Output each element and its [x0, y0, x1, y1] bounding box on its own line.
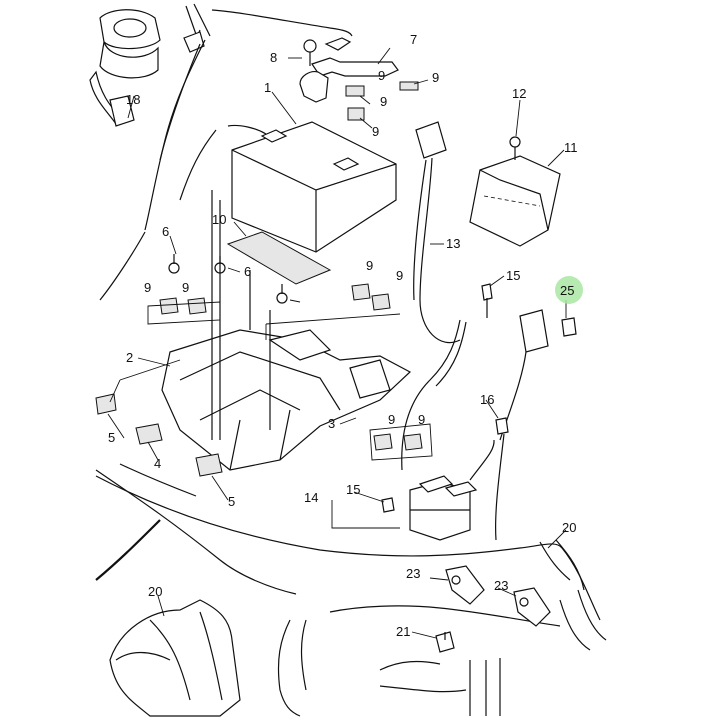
battery-drawing	[179, 121, 397, 253]
callout-13: 13	[446, 236, 460, 251]
callout-23a: 23	[406, 566, 420, 581]
pad-10	[226, 231, 332, 285]
callout-2: 2	[126, 350, 133, 365]
bracket-outline-9	[147, 301, 221, 325]
callout-23b: 23	[494, 578, 508, 593]
brackets-23	[445, 565, 551, 627]
callout-18: 18	[126, 92, 140, 107]
callout-15a: 15	[506, 268, 520, 283]
pads-9-top	[345, 81, 419, 121]
callout-8: 8	[270, 50, 277, 65]
callout-9c: 9	[372, 124, 379, 139]
callout-10: 10	[212, 212, 226, 227]
callout-21: 21	[396, 624, 410, 639]
fuse-15-16-25	[469, 283, 577, 541]
callout-20b: 20	[148, 584, 162, 599]
callout-7: 7	[410, 32, 417, 47]
callout-9d: 9	[144, 280, 151, 295]
callout-4: 4	[154, 456, 161, 471]
callout-14: 14	[304, 490, 318, 505]
callout-25: 25	[560, 283, 574, 298]
callout-5a: 5	[108, 430, 115, 445]
callout-11: 11	[564, 140, 578, 155]
callout-9e: 9	[182, 280, 189, 295]
callout-12: 12	[512, 86, 526, 101]
callout-16: 16	[480, 392, 494, 407]
callout-6a: 6	[162, 224, 169, 239]
callout-9b: 9	[380, 94, 387, 109]
highlight-25	[555, 276, 583, 304]
callout-9h: 9	[388, 412, 395, 427]
wire-harness-bottom	[277, 589, 607, 717]
lower-frame-20	[109, 599, 241, 717]
connector-13-drawing	[413, 121, 461, 344]
callout-5b: 5	[228, 494, 235, 509]
clips-5-4	[95, 393, 223, 477]
pads-9-middle	[159, 283, 423, 451]
frame-outline	[95, 231, 601, 621]
callout-20a: 20	[562, 520, 576, 535]
callout-6b: 6	[244, 264, 251, 279]
callout-9i: 9	[418, 412, 425, 427]
relay-14-drawing	[331, 475, 478, 541]
callout-9a: 9	[432, 70, 439, 85]
callout-15b: 15	[346, 482, 360, 497]
leader-lines	[107, 47, 567, 639]
callout-9f: 9	[366, 258, 373, 273]
callout-9g: 9	[396, 268, 403, 283]
battery-tray-drawing	[161, 190, 412, 471]
callout-1: 1	[264, 80, 271, 95]
cover-11-drawing	[469, 136, 561, 247]
bracket-7-drawing	[299, 37, 399, 103]
callout-9j: 9	[378, 68, 385, 83]
bolts-6	[168, 254, 288, 304]
callout-3: 3	[328, 416, 335, 431]
callout-labels: 1 2 3 4 5 5 6 6 7 8 9 9 9 9 9 9 9 9 9 9 …	[108, 32, 578, 639]
